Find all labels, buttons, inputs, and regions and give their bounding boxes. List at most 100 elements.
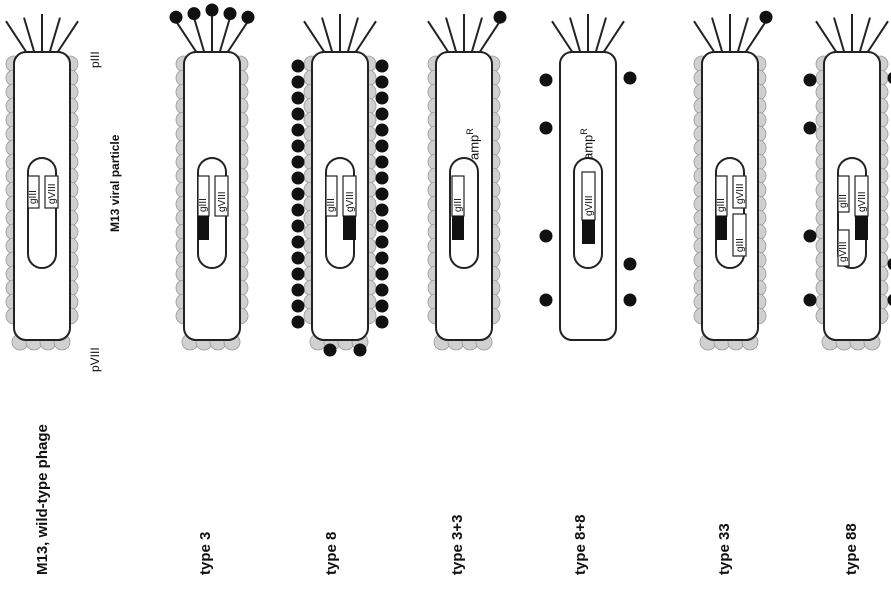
fusion-peptide-pIII [188,7,201,20]
fusion-peptide-pIII [224,7,237,20]
coat-protein-pIII [176,21,198,54]
fusion-peptide-pVIII [376,60,389,73]
fusion-peptide-pVIII [376,188,389,201]
coat-protein-pIII [595,18,606,54]
fusion-peptide-pIII [206,4,219,17]
fusion-peptide-pVIII [624,294,637,307]
coat-protein-pIII [304,21,326,54]
gene-gVIII-label: gVIII [47,183,58,204]
coat-protein-pIII [737,18,748,54]
coat-protein-pIII [602,21,624,54]
phage-body [14,52,70,340]
fusion-peptide-pVIII [376,284,389,297]
fusion-peptide-pVIII [804,74,817,87]
fusion-peptide-pVIII [376,140,389,153]
fusion-peptide-pVIII [540,230,553,243]
fusion-peptide-pVIII [324,344,337,357]
label-type-33: type 33 [716,523,733,575]
fusion-peptide-pVIII [376,108,389,121]
fusion-peptide-pVIII [292,252,305,265]
fusion-peptide-pVIII [376,268,389,281]
coat-protein-pIII [866,21,888,54]
label-ampR-type-3plus3: ampR [465,128,481,160]
fusion-peptide-pVIII [376,124,389,137]
coat-protein-pIII [347,18,358,54]
label-pVIII: pVIII [88,347,102,372]
gene-gIII-label: gIII [453,198,464,212]
label-m13-viral-particle: M13 viral particle [108,135,122,232]
phage-body [184,52,240,340]
gene-gVIII-label: gVIII [345,191,356,212]
gene-gIII-label: gIII [838,194,849,208]
coat-protein-pIII [24,18,35,54]
fusion-peptide-pVIII [292,156,305,169]
label-ampR-type-8plus8: ampR [579,128,595,160]
fusion-peptide-pVIII [376,92,389,105]
fusion-peptide-pVIII [292,236,305,249]
fusion-peptide-pVIII [376,252,389,265]
gene-gIII-fusion [452,216,464,240]
fusion-peptide-pIII [760,11,773,24]
coat-protein-pIII [834,18,845,54]
fusion-peptide-pVIII [624,72,637,85]
fusion-peptide-pVIII [540,294,553,307]
coat-protein-pIII [194,18,205,54]
coat-protein-pIII [744,21,766,54]
gene-gIII-extra-label: gIII [735,238,746,252]
fusion-peptide-pVIII [376,316,389,329]
label-type-3: type 3 [197,532,214,575]
fusion-peptide-pVIII [804,230,817,243]
label-type-8: type 8 [323,532,340,575]
gene-gIII-label: gIII [326,198,337,212]
fusion-peptide-pVIII [292,76,305,89]
coat-protein-pIII [694,21,716,54]
gene-gIII-label: gIII [28,190,39,204]
fusion-peptide-pVIII [540,74,553,87]
fusion-peptide-pVIII [540,122,553,135]
fusion-peptide-pVIII [292,60,305,73]
fusion-peptide-pVIII [292,108,305,121]
fusion-peptide-pVIII [292,300,305,313]
fusion-peptide-pVIII [888,72,891,85]
phage-body [312,52,368,340]
gene-gIII-label: gIII [198,198,209,212]
coat-protein-pIII [859,18,870,54]
fusion-peptide-pVIII [888,294,891,307]
phage-body [824,52,880,340]
gene-gVIII-label: gVIII [217,191,228,212]
fusion-peptide-pVIII [292,172,305,185]
label-type-8plus8: type 8+8 [572,515,589,575]
label-pIII: pIII [88,51,102,68]
coat-protein-pIII [478,21,500,54]
fusion-peptide-pVIII [292,124,305,137]
coat-protein-pIII [322,18,333,54]
gene-gVIII-fusion [855,216,868,240]
label-wild-type-phage: M13, wild-type phage [34,424,51,575]
fusion-peptide-pVIII [804,294,817,307]
fusion-peptide-pVIII [804,122,817,135]
fusion-peptide-pVIII [354,344,367,357]
gene-gIII-fusion [198,216,209,240]
fusion-peptide-pVIII [376,76,389,89]
coat-protein-pIII [712,18,723,54]
fusion-peptide-pVIII [292,220,305,233]
coat-protein-pIII [219,18,230,54]
coat-protein-pIII [570,18,581,54]
fusion-peptide-pVIII [292,316,305,329]
fusion-peptide-pIII [170,11,183,24]
coat-protein-pIII [816,21,838,54]
fusion-peptide-pIII [494,11,507,24]
fusion-peptide-pVIII [292,140,305,153]
fusion-peptide-pVIII [292,284,305,297]
coat-protein-pIII [428,21,450,54]
fusion-peptide-pVIII [376,156,389,169]
fusion-peptide-pVIII [376,172,389,185]
coat-protein-pIII [49,18,60,54]
fusion-peptide-pVIII [376,204,389,217]
coat-protein-pIII [6,21,28,54]
fusion-peptide-pVIII [376,300,389,313]
fusion-peptide-pVIII [624,258,637,271]
fusion-peptide-pVIII [292,204,305,217]
